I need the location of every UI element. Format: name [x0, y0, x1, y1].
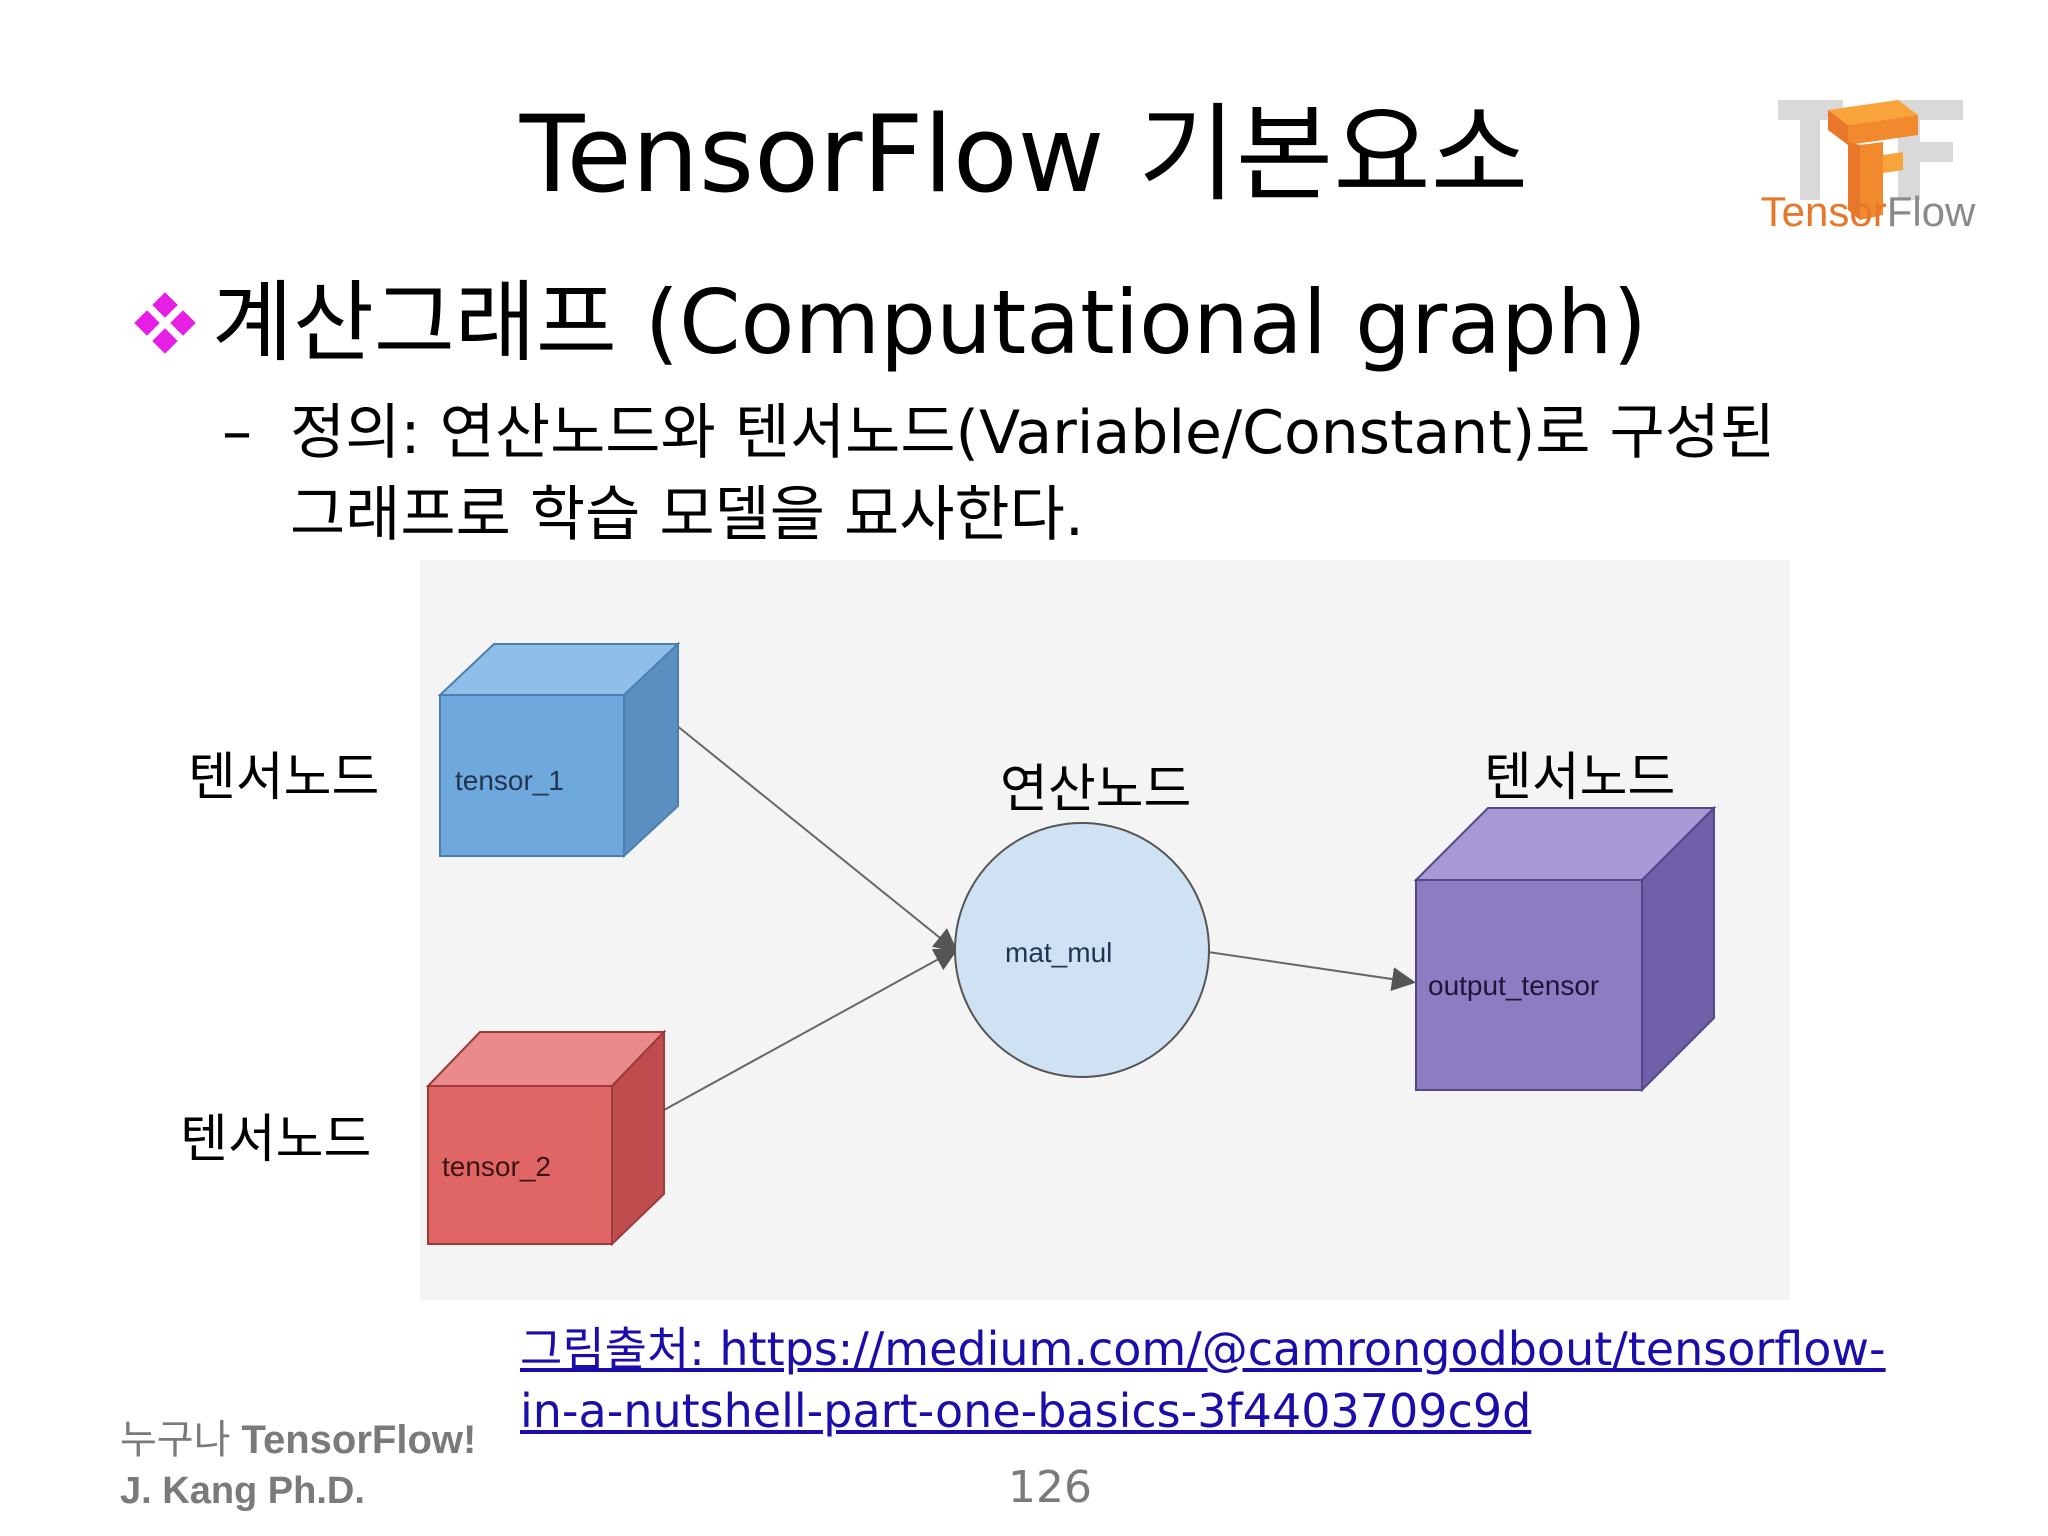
figure-source-line-2[interactable]: in-a-nutshell-part-one-basics-3f4403709c… — [520, 1384, 1532, 1438]
figure-source-link[interactable]: 그림출처: https://medium.com/@camrongodbout/… — [520, 1318, 1980, 1442]
slide-title: TensorFlow 기본요소 — [519, 93, 1529, 216]
label-op-node: 연산노드 — [1000, 760, 1192, 820]
tensorflow-logo — [1778, 100, 1963, 220]
tensor-2-label: tensor_2 — [442, 1151, 551, 1182]
edge-tensor2-matmul — [663, 948, 959, 1111]
label-tensor-node-out: 텐서노드 — [1484, 748, 1676, 808]
footer-brand: 누구나 TensorFlow! — [120, 1417, 477, 1463]
tensor-2-cube — [425, 1029, 667, 1247]
page-number: 126 — [1008, 1462, 1092, 1513]
sub-bullet-line-2: 그래프로 학습 모델을 묘사한다. — [290, 480, 1084, 550]
figure-source-line-1[interactable]: 그림출처: https://medium.com/@camrongodbout/… — [520, 1322, 1886, 1376]
output-tensor-label: output_tensor — [1428, 970, 1599, 1001]
diamond-bullet-icon — [134, 292, 196, 354]
bullet-main: 계산그래프 (Computational graph) — [130, 268, 1647, 378]
sub-bullet-dash: – — [222, 397, 252, 467]
tensor-1-cube — [437, 641, 681, 859]
tensorflow-logo-text: TensorFlow — [1760, 188, 1976, 235]
sub-bullet-text: 정의: 연산노드와 텐서노드(Variable/Constant)로 구성된 그… — [290, 392, 1990, 556]
footer-author: J. Kang Ph.D. — [120, 1470, 365, 1512]
sub-bullet-line-1: 정의: 연산노드와 텐서노드(Variable/Constant)로 구성된 — [290, 398, 1776, 468]
edge-matmul-output — [1207, 951, 1416, 991]
label-tensor-node-bottom: 텐서노드 — [180, 1110, 372, 1170]
mat-mul-node — [954, 822, 1210, 1078]
mat-mul-label: mat_mul — [1005, 937, 1112, 968]
bullet-main-text: 계산그래프 (Computational graph) — [212, 271, 1648, 374]
label-tensor-node-top: 텐서노드 — [188, 748, 380, 808]
tensor-1-label: tensor_1 — [455, 765, 564, 796]
edge-tensor1-matmul — [675, 724, 959, 953]
output-tensor-cube — [1413, 805, 1717, 1093]
